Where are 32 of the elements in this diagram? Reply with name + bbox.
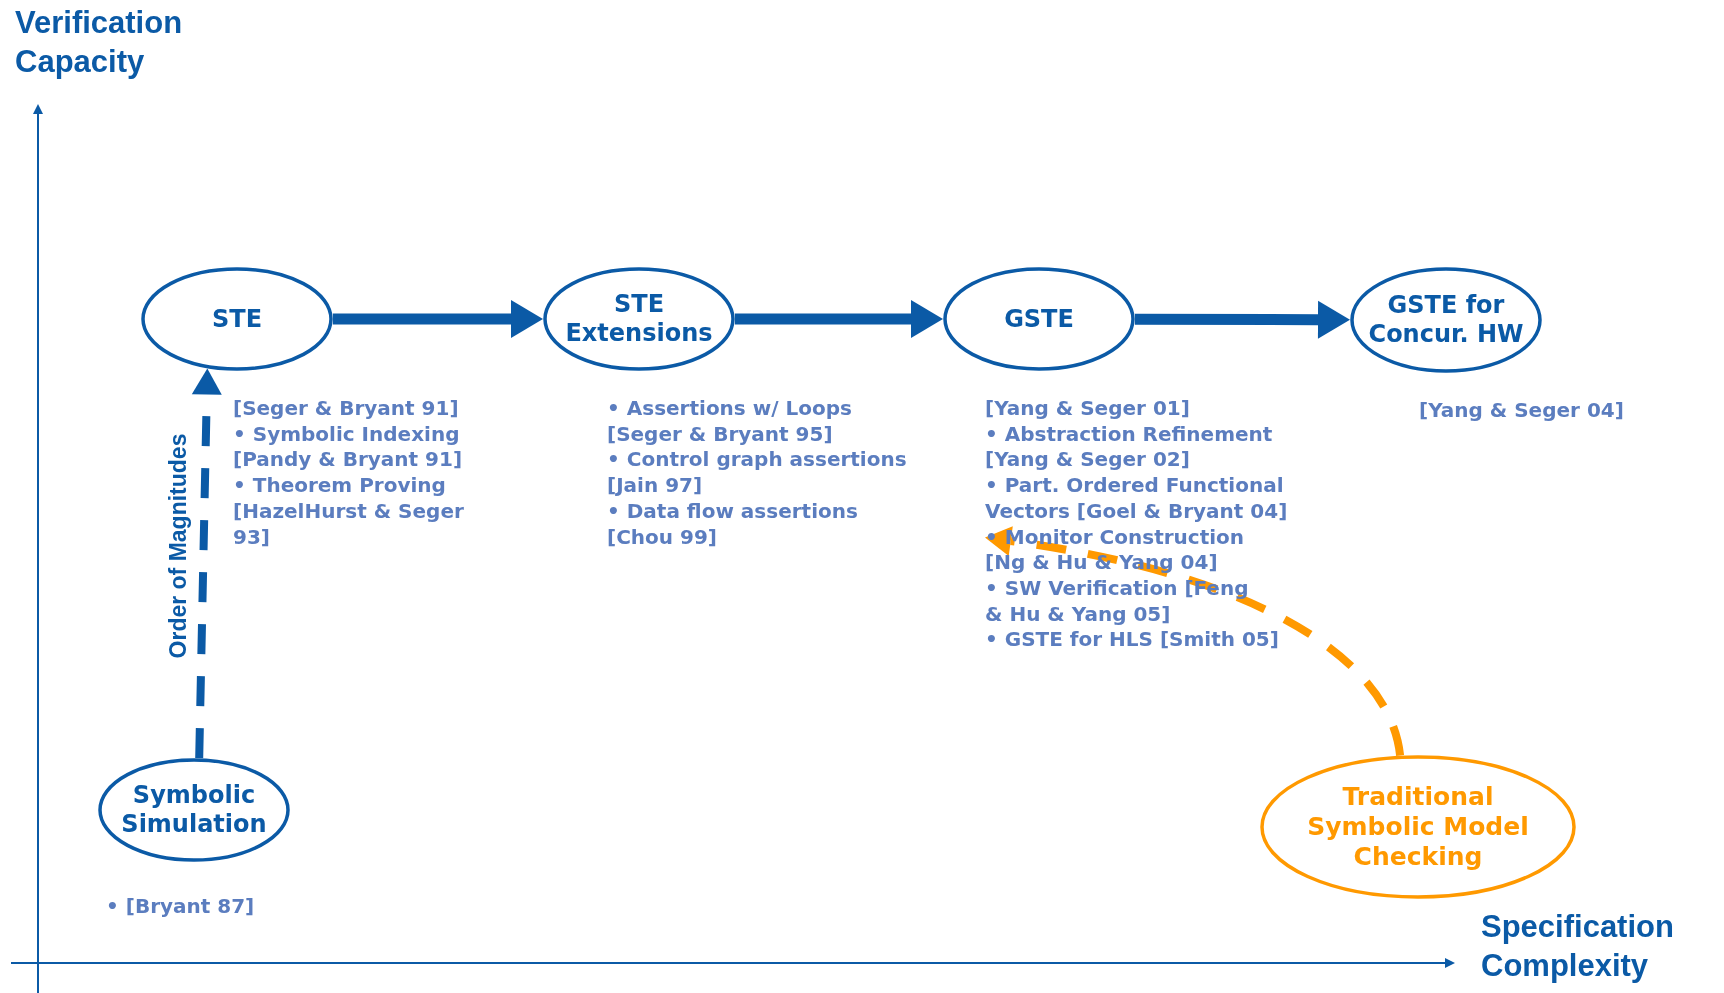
ellipse-node <box>543 267 735 371</box>
ellipse-node <box>1350 267 1542 373</box>
reference-text: • [Bryant 87] <box>106 894 256 920</box>
reference-text: • GSTE for HLS [Smith 05] <box>985 627 1280 654</box>
axis-title: Verification Capacity <box>15 4 184 81</box>
ellipse-node <box>943 267 1135 371</box>
reference-text: • Assertions w/ Loops [Seger & Bryant 95] <box>607 396 853 448</box>
node-label: Traditional Symbolic Model Checking <box>1306 782 1530 872</box>
node-label: STE <box>211 304 263 334</box>
ellipse-node <box>1260 755 1576 899</box>
reference-text: • Abstraction Refinement [Yang & Seger 02] <box>985 421 1274 474</box>
node-label: STE Extensions <box>564 290 714 348</box>
node-label: Symbolic Simulation <box>120 781 268 839</box>
reference-text: [Seger & Bryant 91] <box>233 396 460 422</box>
arrow <box>333 300 543 338</box>
reference-text: • Data flow assertions [Chou 99] <box>607 498 859 551</box>
edge-label: Order of Magnitudes <box>164 433 192 659</box>
reference-text: [Yang & Seger 01] <box>985 396 1191 422</box>
ellipse-node <box>141 267 333 371</box>
arrow <box>735 300 943 338</box>
reference-text: [Yang & Seger 04] <box>1419 398 1625 424</box>
arrow <box>985 526 1405 757</box>
reference-text: • Part. Ordered Functional Vectors [Goel & Bryant 04] <box>985 473 1289 525</box>
node-label: GSTE <box>1004 304 1074 334</box>
reference-text: • Symbolic Indexing [Pandy & Bryant 91] <box>233 421 464 474</box>
node-label: GSTE for Concur. HW <box>1367 291 1525 349</box>
arrow <box>1135 300 1350 339</box>
axis-title: Specification Complexity <box>1481 908 1675 985</box>
arrow <box>191 368 222 759</box>
reference-text: • Control graph assertions [Jain 97] <box>607 447 908 499</box>
reference-text: • Theorem Proving [HazelHurst & Seger 93] <box>233 473 465 551</box>
ellipse-node <box>98 758 290 862</box>
